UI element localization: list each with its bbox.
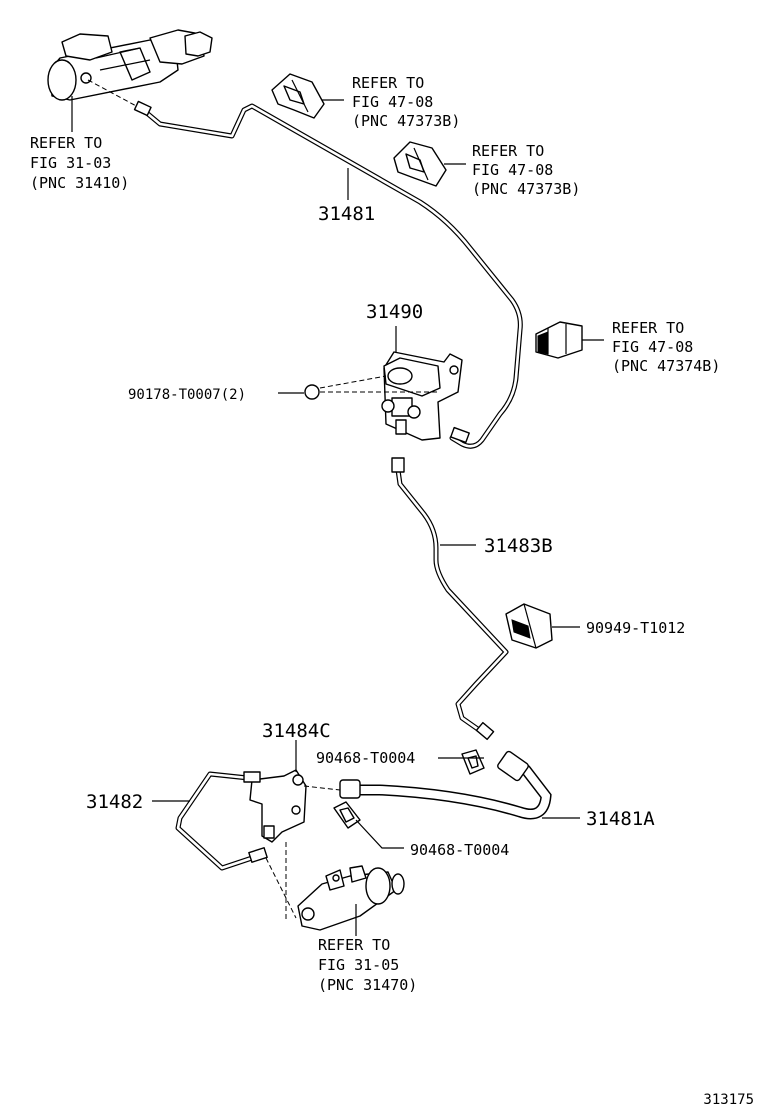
ref-31410-label: REFER TO FIG 31-03 (PNC 31410) (30, 134, 129, 192)
svg-text:REFER TO: REFER TO (318, 936, 390, 954)
clamp-47373b-upper (271, 73, 325, 119)
p31483b-label: 31483B (484, 535, 553, 557)
svg-text:FIG 47-08: FIG 47-08 (472, 161, 553, 179)
clip-90468-upper (461, 749, 485, 775)
clamp-47374b (535, 321, 583, 359)
figure-number: 313175 (703, 1092, 754, 1108)
pipe-31481 (133, 100, 523, 449)
pipe-31483b (391, 457, 509, 741)
ref-47373b-label-upper: REFER TO FIG 47-08 (PNC 47373B) (352, 74, 460, 130)
ref-31470-label: REFER TO FIG 31-05 (PNC 31470) (318, 936, 417, 994)
svg-text:REFER TO: REFER TO (352, 74, 424, 92)
p90949-label: 90949-T1012 (586, 619, 685, 637)
p90178-label: 90178-T0007(2) (128, 387, 246, 403)
svg-text:(PNC 47373B): (PNC 47373B) (472, 180, 580, 198)
p90468-label-lower: 90468-T0004 (410, 841, 509, 859)
bracket-31484c (249, 769, 307, 843)
clamp-47373b-lower (393, 141, 447, 187)
bracket-dash (303, 785, 341, 791)
p31482-label: 31482 (86, 791, 143, 813)
master-cyl-leader (87, 79, 141, 109)
slave-dash-2 (265, 857, 297, 919)
svg-text:(PNC 47373B): (PNC 47373B) (352, 112, 460, 130)
svg-text:FIG 31-05: FIG 31-05 (318, 956, 399, 974)
clutch-master-cylinder (47, 29, 213, 101)
bolt-90178 (304, 384, 320, 400)
svg-text:REFER TO: REFER TO (30, 134, 102, 152)
clutch-release-cylinder (297, 865, 405, 931)
p31490-label: 31490 (366, 301, 423, 323)
p31481-label: 31481 (318, 203, 375, 225)
svg-text:REFER TO: REFER TO (472, 142, 544, 160)
svg-text:FIG 47-08: FIG 47-08 (352, 93, 433, 111)
ref-47374b-label: REFER TO FIG 47-08 (PNC 47374B) (612, 319, 720, 375)
clip-lower-leader (355, 819, 404, 849)
bolt-dash-1 (319, 375, 387, 389)
svg-text:(PNC 47374B): (PNC 47374B) (612, 357, 720, 375)
damper-31490 (381, 351, 463, 441)
svg-text:FIG 31-03: FIG 31-03 (30, 154, 111, 172)
svg-text:REFER TO: REFER TO (612, 319, 684, 337)
svg-text:FIG 47-08: FIG 47-08 (612, 338, 693, 356)
svg-text:(PNC 31470): (PNC 31470) (318, 976, 417, 994)
clamp-90949 (505, 603, 553, 649)
hose-31481a (339, 750, 552, 820)
p31484c-label: 31484C (262, 720, 331, 742)
clip-90468-lower (333, 801, 361, 829)
ref-47373b-label-lower: REFER TO FIG 47-08 (PNC 47373B) (472, 142, 580, 198)
svg-text:(PNC 31410): (PNC 31410) (30, 174, 129, 192)
p31481a-label: 31481A (586, 808, 655, 830)
p90468-label-upper: 90468-T0004 (316, 749, 415, 767)
pipe-31482 (175, 771, 268, 871)
